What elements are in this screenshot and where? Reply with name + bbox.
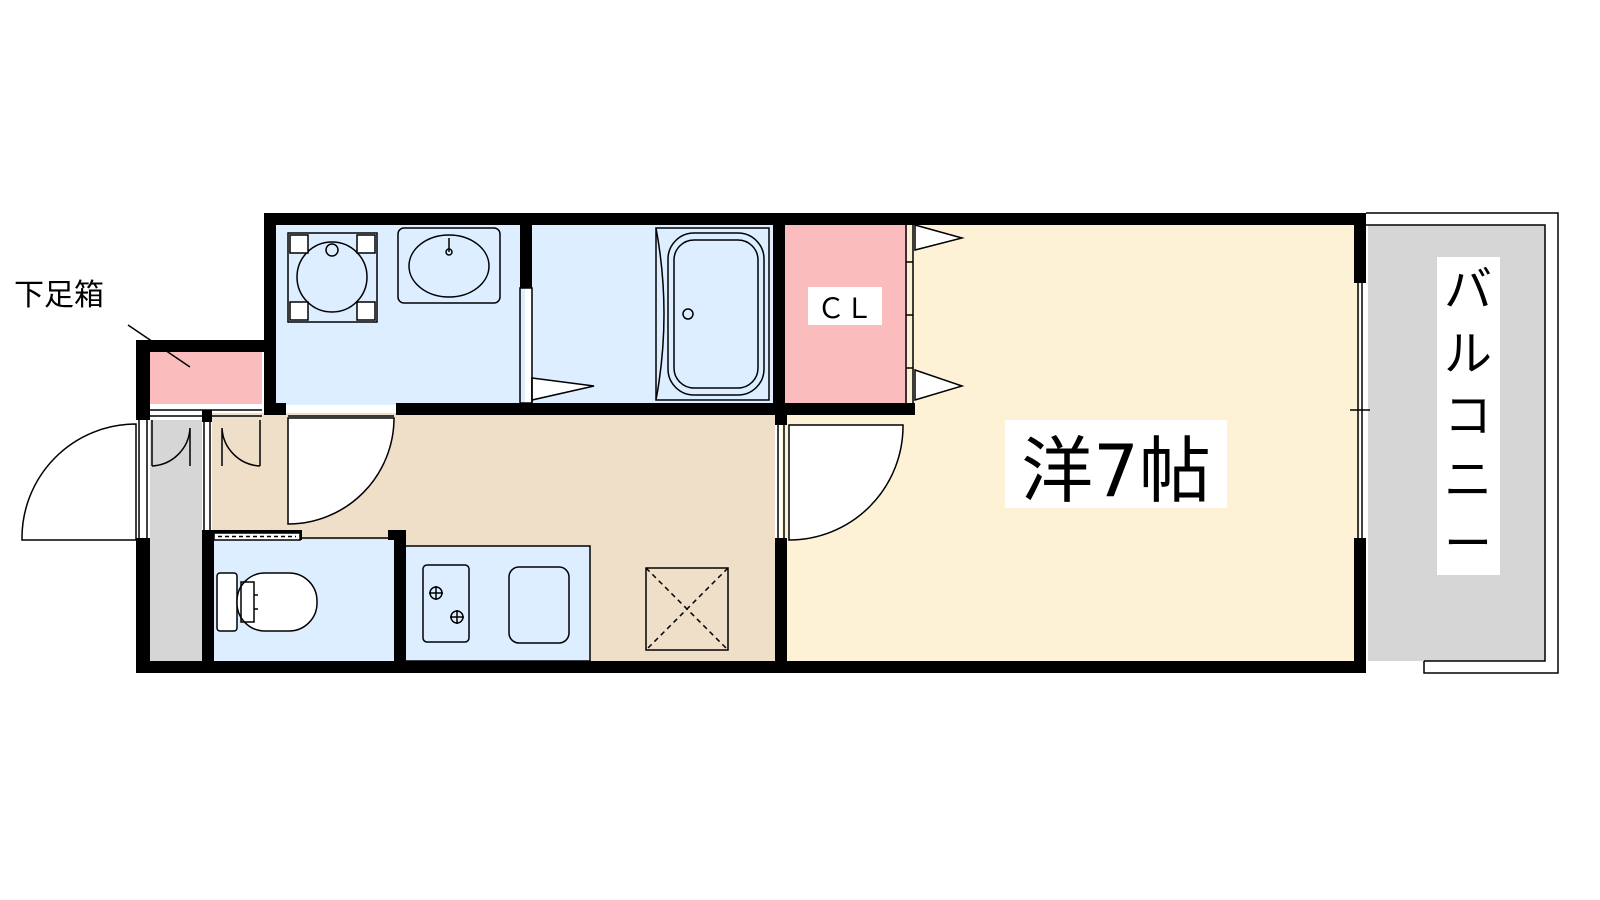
- closet-doors: [914, 224, 965, 402]
- svg-text:ニ: ニ: [1444, 452, 1492, 508]
- shoe-box-label: 下足箱: [14, 278, 104, 313]
- svg-text:ル: ル: [1444, 326, 1492, 382]
- entrance-door: [21, 423, 137, 541]
- room-label-bg: [1005, 420, 1227, 508]
- washroom: [275, 225, 525, 405]
- shoe-box-leader-line: [127, 324, 191, 368]
- kitchen-counter: [403, 545, 591, 662]
- shoe-box: [150, 352, 262, 404]
- ceiling-vent-icon: [645, 567, 729, 651]
- bathroom: [531, 225, 773, 405]
- svg-text:ー: ー: [1444, 516, 1492, 572]
- wall-frames: [138, 225, 1370, 538]
- stove-icon: [422, 564, 470, 643]
- washing-machine-icon: [287, 232, 378, 323]
- closet-label: ＣＬ: [817, 292, 873, 325]
- shoe-box-doors: [151, 420, 261, 467]
- toilet-sliding-door: [213, 532, 390, 541]
- balcony-label-bg: [1437, 257, 1500, 575]
- svg-text:コ: コ: [1444, 388, 1492, 444]
- balcony-railing: [1366, 212, 1559, 674]
- toilet-icon: [216, 572, 318, 632]
- washroom-door: [287, 415, 395, 525]
- closet-label-bg: [808, 287, 882, 325]
- bathroom-folding-door: [531, 377, 595, 403]
- washbasin-icon: [397, 227, 501, 304]
- room-door: [788, 424, 904, 541]
- entrance-floor: [150, 420, 202, 661]
- balcony-label: バ ル コ ニ ー: [1444, 262, 1492, 572]
- sink-icon: [508, 566, 570, 644]
- room-label: 洋7帖: [1021, 429, 1211, 513]
- bathtub-icon: [655, 227, 770, 401]
- svg-text:バ: バ: [1444, 262, 1492, 318]
